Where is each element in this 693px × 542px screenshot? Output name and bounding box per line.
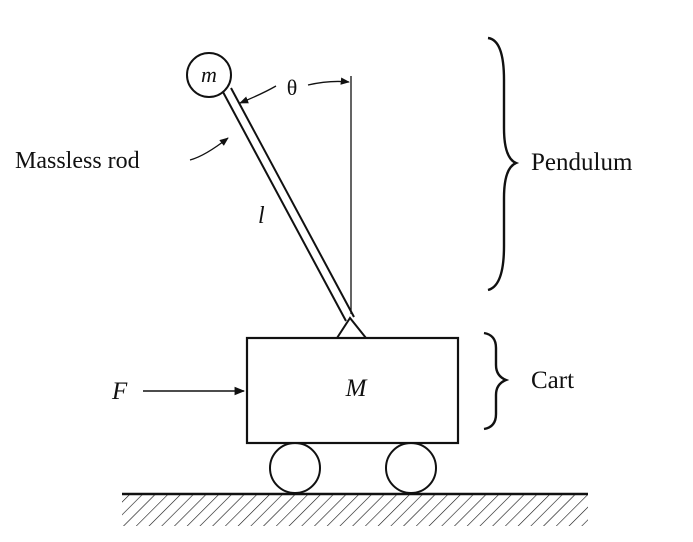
angle-arrow-left [239, 85, 277, 104]
force-label: F [111, 378, 128, 405]
cart-brace [483, 331, 510, 431]
right-wheel [385, 442, 437, 494]
rod-leader-arrow [189, 137, 229, 161]
cart-mass-label: M [345, 375, 368, 402]
bob-mass-label: m [201, 62, 217, 87]
pendulum-bob [186, 52, 232, 98]
cart-label: Cart [531, 367, 574, 394]
rod-label: Massless rod [15, 148, 140, 174]
massless-rod [222, 87, 355, 322]
ground-hatch [122, 494, 588, 526]
angle-label: θ [287, 75, 298, 100]
angle-arrow-right [307, 77, 350, 86]
ground [122, 492, 588, 526]
left-wheel [269, 442, 321, 494]
pivot-mount [335, 316, 369, 339]
pendulum-label: Pendulum [531, 149, 633, 176]
pendulum-brace [487, 36, 520, 292]
rod-length-label: l [258, 203, 265, 229]
